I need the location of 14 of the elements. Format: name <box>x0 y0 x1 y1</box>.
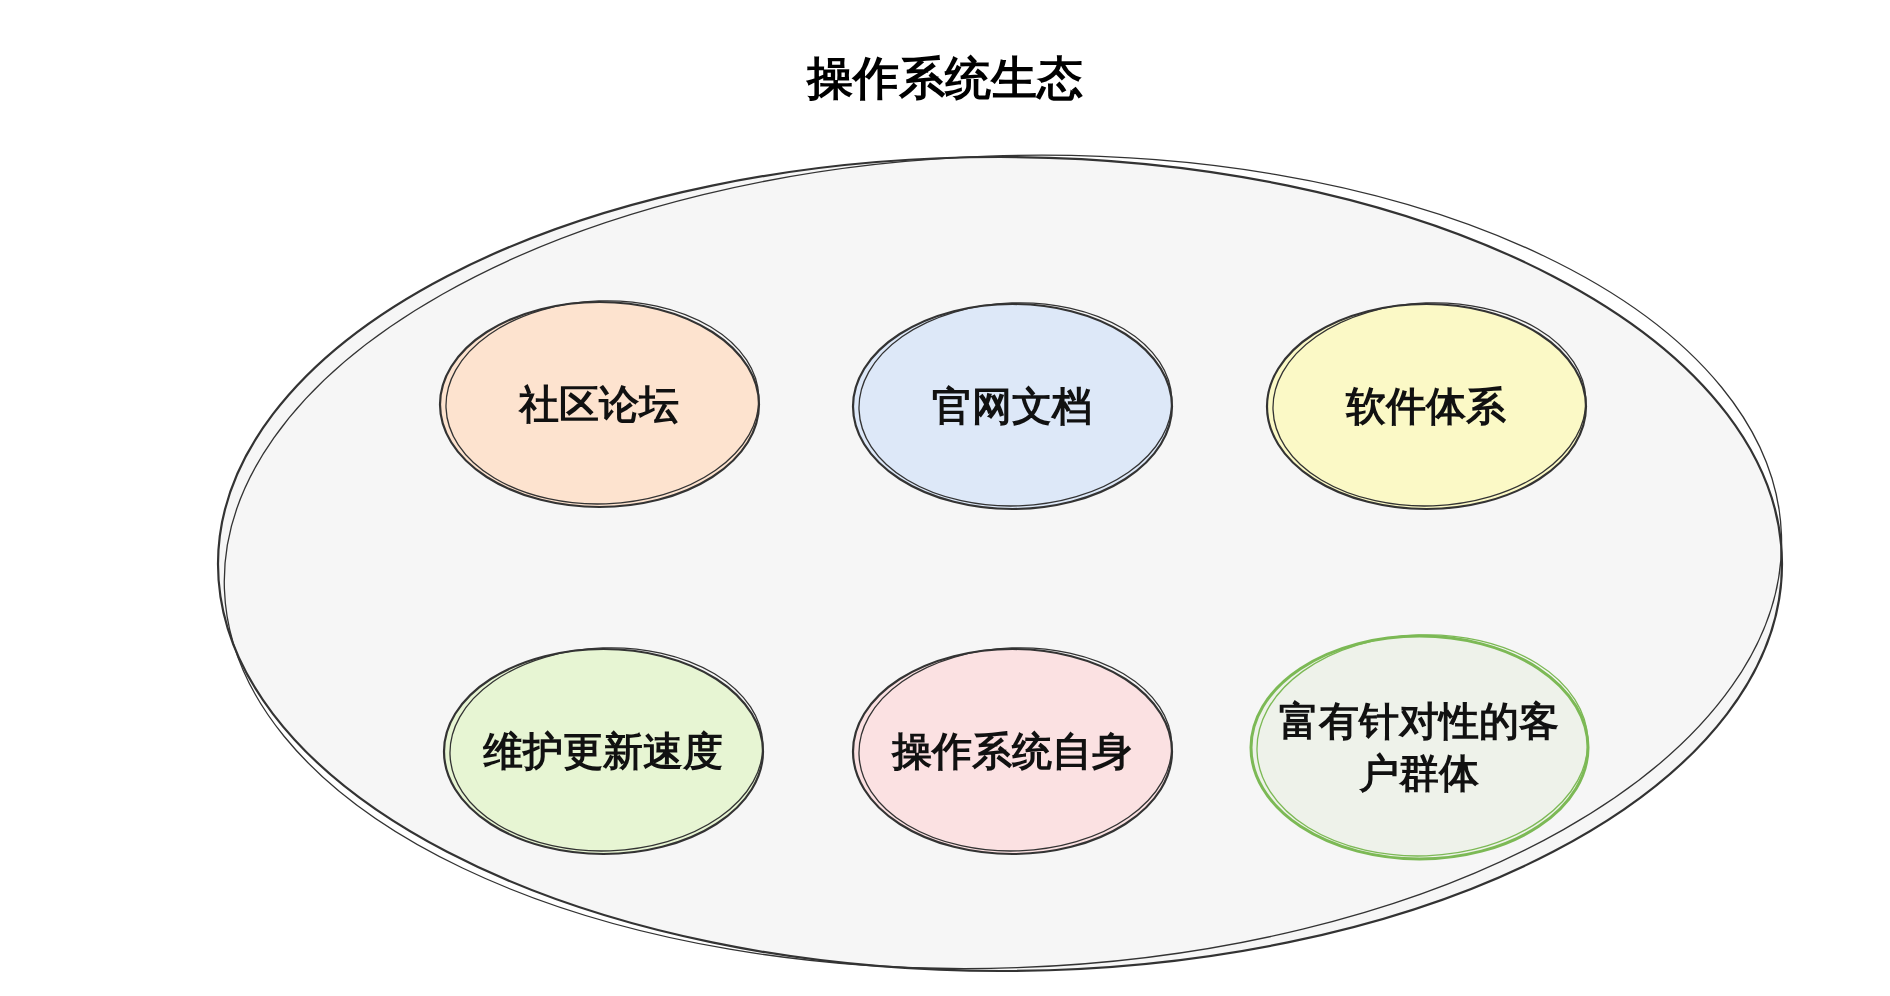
diagram-title: 操作系统生态 <box>805 50 1084 107</box>
topic-oval <box>440 645 766 857</box>
topic-oval <box>436 298 762 510</box>
oval-label: 操作系统自身 <box>890 727 1133 776</box>
topic-oval <box>849 300 1175 512</box>
oval-label: 富有针对性的客户群体 <box>1278 697 1560 798</box>
topic-oval <box>1263 300 1589 512</box>
topic-oval <box>849 645 1175 857</box>
topic-oval <box>1247 632 1591 862</box>
oval-label: 官网文档 <box>931 382 1093 431</box>
oval-label: 社区论坛 <box>517 380 680 429</box>
oval-label: 软件体系 <box>1344 382 1507 431</box>
ecosystem-oval <box>215 154 1785 974</box>
oval-label: 维护更新速度 <box>482 727 724 776</box>
